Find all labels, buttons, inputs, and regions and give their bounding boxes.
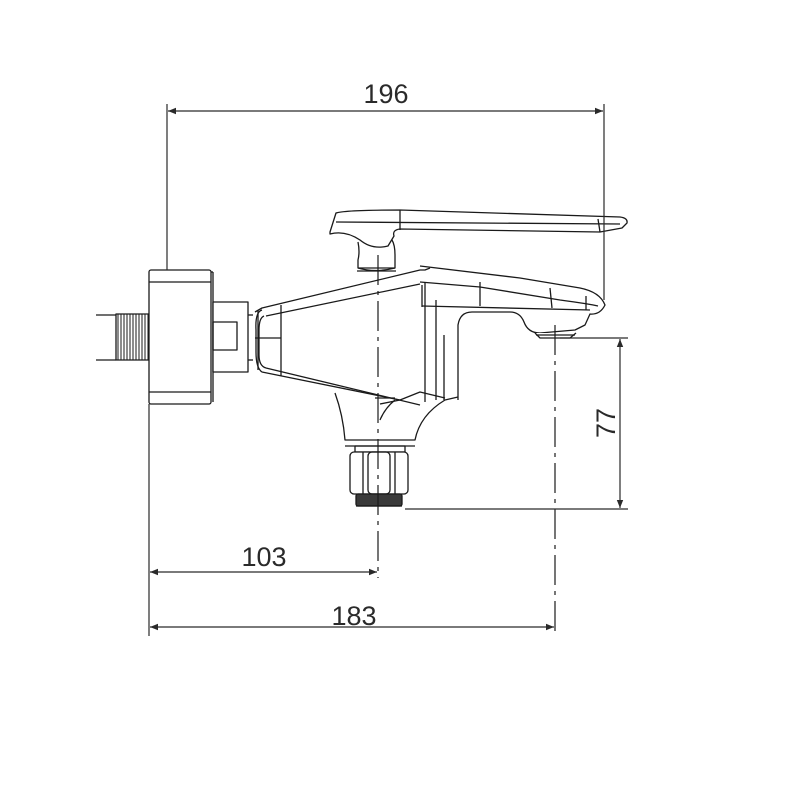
- dimension-label-183: 183: [331, 601, 376, 631]
- wall-flange: [148, 269, 214, 405]
- dimension-77: [405, 337, 628, 510]
- dimension-label-196: 196: [363, 79, 408, 109]
- threaded-inlet-pipe: [96, 313, 151, 361]
- shower-outlet-nut: [349, 445, 409, 507]
- lever-handle: [329, 209, 628, 272]
- mixer-body: [254, 267, 459, 447]
- dimension-196: [166, 104, 605, 300]
- spout: [419, 265, 606, 400]
- hex-connector: [212, 301, 253, 373]
- dimension-label-77: 77: [591, 408, 621, 438]
- dimension-label-103: 103: [241, 542, 286, 572]
- dimension-103: [148, 404, 377, 636]
- centerlines: [377, 255, 556, 632]
